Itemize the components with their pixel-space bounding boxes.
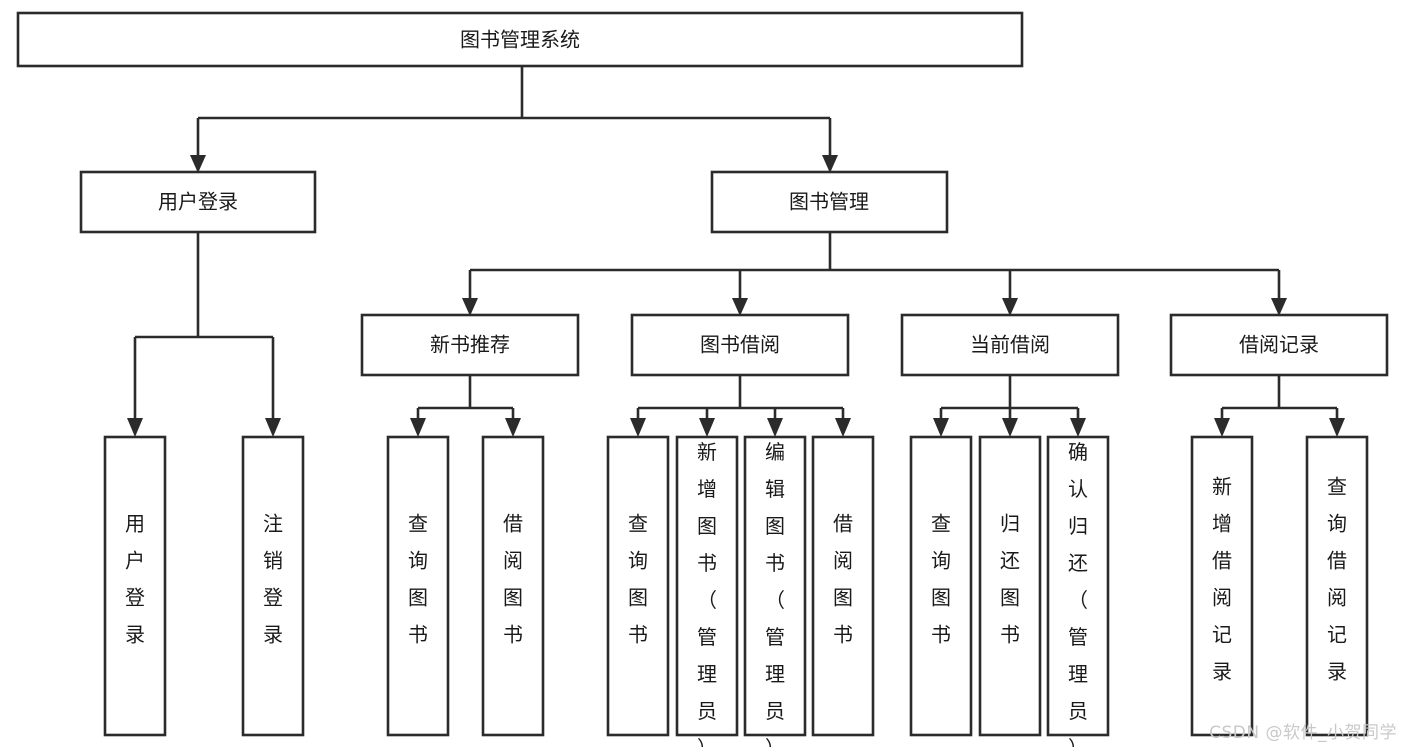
node-leaf-add-book[interactable]: 新增图书（管理员） bbox=[675, 435, 739, 747]
node-new-book-recommend-label: 新书推荐 bbox=[430, 333, 510, 357]
arrow-head-leaf-query-book-3 bbox=[933, 418, 949, 437]
node-leaf-query-book-2[interactable]: 查询图书 bbox=[606, 435, 670, 737]
node-borrow-records-box[interactable] bbox=[1169, 313, 1389, 377]
arrow-head-leaf-user-login bbox=[127, 418, 143, 437]
node-leaf-user-login-label: 用户登录 bbox=[125, 512, 145, 647]
node-leaf-add-record[interactable]: 新增借阅记录 bbox=[1190, 435, 1254, 737]
arrow-head-leaf-edit-book bbox=[767, 418, 783, 437]
node-leaf-query-book-1-box[interactable] bbox=[386, 435, 450, 737]
node-root-box[interactable] bbox=[16, 11, 1024, 68]
node-borrow-records-label: 借阅记录 bbox=[1239, 333, 1319, 357]
node-leaf-borrow-book-2-label: 借阅图书 bbox=[833, 512, 853, 647]
node-leaf-borrow-book-2[interactable]: 借阅图书 bbox=[811, 435, 875, 737]
arrow-head-leaf-borrow-book-1 bbox=[505, 418, 521, 437]
arrow-head-user-login bbox=[190, 155, 206, 173]
node-leaf-query-book-3[interactable]: 查询图书 bbox=[909, 435, 973, 737]
node-book-borrow-box[interactable] bbox=[630, 313, 850, 377]
node-borrow-records[interactable]: 借阅记录 bbox=[1169, 313, 1389, 377]
arrow-head-leaf-query-book-1 bbox=[410, 418, 426, 437]
node-book-manage-box[interactable] bbox=[710, 170, 949, 234]
connector-layer bbox=[127, 66, 1345, 437]
leaf-nodes-layer: 用户登录 注销登录 查询图书 借阅图书 查询图书 新 bbox=[103, 435, 1369, 747]
node-leaf-borrow-book-2-box[interactable] bbox=[811, 435, 875, 737]
node-root-label: 图书管理系统 bbox=[460, 28, 580, 52]
node-leaf-query-book-2-box[interactable] bbox=[606, 435, 670, 737]
node-leaf-edit-book-box[interactable] bbox=[743, 435, 807, 737]
node-leaf-borrow-book-1-box[interactable] bbox=[481, 435, 545, 737]
node-book-borrow-label: 图书借阅 bbox=[700, 333, 780, 357]
node-leaf-edit-book[interactable]: 编辑图书（管理员） bbox=[743, 435, 807, 747]
arrow-head-new-book-recommend bbox=[462, 298, 478, 316]
node-leaf-add-record-box[interactable] bbox=[1190, 435, 1254, 737]
node-leaf-query-book-3-label: 查询图书 bbox=[931, 512, 951, 647]
node-leaf-user-login[interactable]: 用户登录 bbox=[103, 435, 167, 737]
arrow-head-borrow-records bbox=[1271, 298, 1287, 316]
node-leaf-user-login-box[interactable] bbox=[103, 435, 167, 737]
arrow-head-book-manage bbox=[822, 155, 838, 173]
arrow-head-leaf-query-book-2 bbox=[630, 418, 646, 437]
node-user-login-box[interactable] bbox=[79, 170, 317, 234]
node-leaf-edit-book-label: 编辑图书（管理员） bbox=[765, 440, 785, 747]
node-book-manage-label: 图书管理 bbox=[789, 190, 869, 214]
node-leaf-query-record-box[interactable] bbox=[1305, 435, 1369, 737]
arrow-head-leaf-add-record bbox=[1214, 418, 1230, 437]
arrow-head-book-borrow bbox=[732, 298, 748, 316]
node-new-book-recommend-box[interactable] bbox=[360, 313, 580, 377]
node-leaf-return-book-label: 归还图书 bbox=[1000, 512, 1020, 647]
arrow-head-leaf-borrow-book-2 bbox=[835, 418, 851, 437]
node-leaf-confirm-return-box[interactable] bbox=[1046, 435, 1110, 737]
node-leaf-query-book-1-label: 查询图书 bbox=[408, 512, 428, 647]
node-leaf-query-book-2-label: 查询图书 bbox=[628, 512, 648, 647]
node-leaf-add-book-box[interactable] bbox=[675, 435, 739, 737]
node-current-borrow-box[interactable] bbox=[900, 313, 1120, 377]
arrow-head-current-borrow bbox=[1002, 298, 1018, 316]
node-leaf-logout-login-label: 注销登录 bbox=[263, 512, 283, 647]
arrow-head-leaf-logout-login bbox=[265, 418, 281, 437]
node-user-login[interactable]: 用户登录 bbox=[79, 170, 317, 234]
node-leaf-confirm-return-label: 确认归还（管理员） bbox=[1068, 440, 1088, 747]
node-leaf-borrow-book-1-label: 借阅图书 bbox=[503, 512, 523, 647]
node-leaf-return-book[interactable]: 归还图书 bbox=[978, 435, 1042, 737]
node-root[interactable]: 图书管理系统 bbox=[16, 11, 1024, 68]
node-leaf-query-record[interactable]: 查询借阅记录 bbox=[1305, 435, 1369, 737]
node-leaf-logout-login-box[interactable] bbox=[241, 435, 305, 737]
node-new-book-recommend[interactable]: 新书推荐 bbox=[360, 313, 580, 377]
node-leaf-confirm-return[interactable]: 确认归还（管理员） bbox=[1046, 435, 1110, 747]
node-leaf-query-record-label: 查询借阅记录 bbox=[1327, 475, 1347, 684]
node-leaf-add-record-label: 新增借阅记录 bbox=[1212, 475, 1232, 684]
node-current-borrow[interactable]: 当前借阅 bbox=[900, 313, 1120, 377]
node-current-borrow-label: 当前借阅 bbox=[970, 333, 1050, 357]
node-book-borrow[interactable]: 图书借阅 bbox=[630, 313, 850, 377]
node-leaf-query-book-1[interactable]: 查询图书 bbox=[386, 435, 450, 737]
node-leaf-add-book-label: 新增图书（管理员） bbox=[697, 440, 717, 747]
node-leaf-return-book-box[interactable] bbox=[978, 435, 1042, 737]
arrow-head-leaf-add-book bbox=[699, 418, 715, 437]
arrow-head-leaf-return-book bbox=[1002, 418, 1018, 437]
arrow-head-leaf-query-record bbox=[1329, 418, 1345, 437]
node-user-login-label: 用户登录 bbox=[158, 190, 238, 214]
node-leaf-query-book-3-box[interactable] bbox=[909, 435, 973, 737]
csdn-watermark: CSDN @软件_小贺同学 bbox=[1209, 723, 1397, 743]
arrow-head-leaf-confirm-return bbox=[1070, 418, 1086, 437]
node-book-manage[interactable]: 图书管理 bbox=[710, 170, 949, 234]
node-leaf-logout-login[interactable]: 注销登录 bbox=[241, 435, 305, 737]
node-leaf-borrow-book-1[interactable]: 借阅图书 bbox=[481, 435, 545, 737]
